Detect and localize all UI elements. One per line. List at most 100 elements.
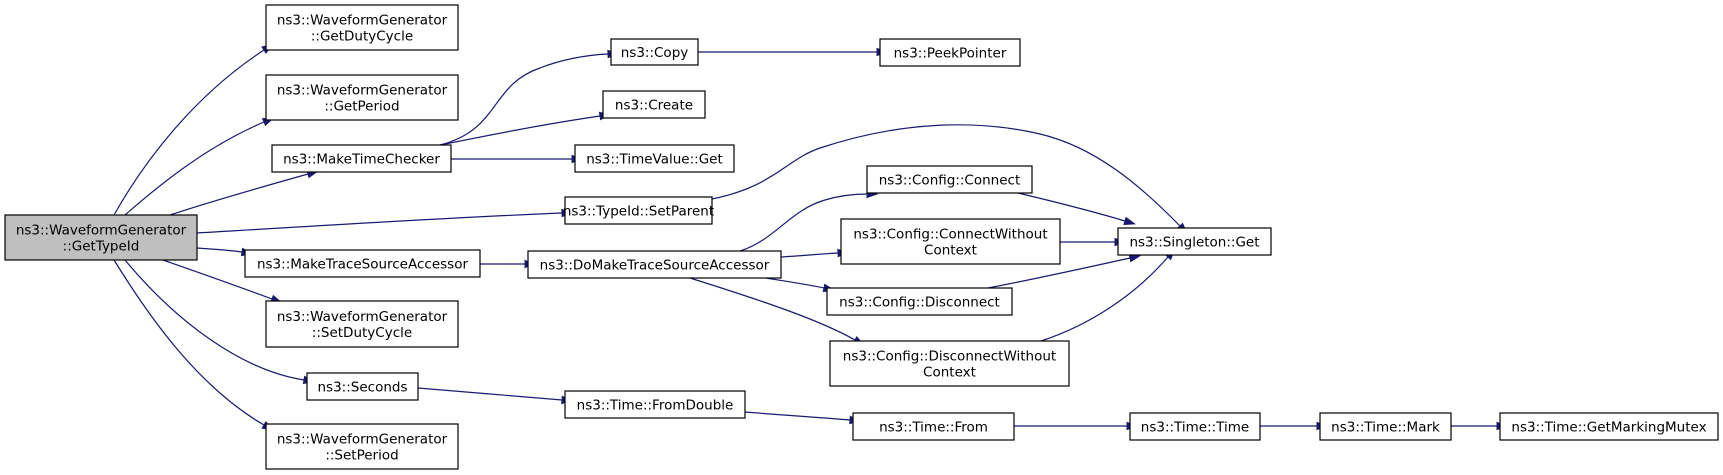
edge-line: [124, 259, 305, 381]
node-do-make-trace-source-accessor[interactable]: ns3::DoMakeTraceSourceAccessor: [527, 250, 782, 279]
node-from-double[interactable]: ns3::Time::FromDouble: [564, 390, 746, 419]
node-label: ns3::Time::Time: [1141, 420, 1249, 436]
node-label: ::SetPeriod: [325, 448, 398, 464]
node-get-period[interactable]: ns3::WaveformGenerator::GetPeriod: [265, 74, 459, 121]
node-peek-pointer[interactable]: ns3::PeekPointer: [879, 38, 1021, 67]
node-config-disconnect[interactable]: ns3::Config::Disconnect: [826, 287, 1013, 316]
node-box: [1117, 227, 1272, 256]
node-label: ns3::Copy: [621, 45, 689, 61]
edge-GetTypeId-to-SetParent: [196, 208, 574, 234]
edge-GetTypeId-to-SetPeriod: [113, 259, 274, 431]
node-label: ns3::MakeTimeChecker: [283, 152, 440, 168]
node-label: ns3::WaveformGenerator: [16, 223, 187, 239]
node-box: [610, 38, 699, 66]
edge-TimeTime-to-TimeMark: [1260, 421, 1329, 431]
node-time-mark[interactable]: ns3::Time::Mark: [1319, 412, 1452, 441]
edge-TimeMark-to-GetMarkingMutex: [1451, 421, 1509, 431]
node-box: [244, 249, 481, 278]
node-label: ns3::WaveformGenerator: [277, 13, 448, 29]
node-singleton-get[interactable]: ns3::Singleton::Get: [1117, 227, 1272, 256]
edge-DoMakeTraceSourceAccessor-to-ConfigDisconnect: [765, 277, 836, 293]
node-box: [1319, 412, 1452, 441]
node-set-parent[interactable]: ns3::TypeId::SetParent: [563, 196, 714, 225]
node-label: ns3::WaveformGenerator: [277, 309, 448, 325]
node-label: ns3::Time::Mark: [1331, 420, 1440, 436]
edge-line: [744, 411, 851, 421]
edge-line: [1040, 256, 1169, 342]
node-box: [826, 287, 1013, 316]
node-label: ns3::Config::Disconnect: [839, 295, 1000, 311]
node-get-duty-cycle[interactable]: ns3::WaveformGenerator::GetDutyCycle: [265, 4, 459, 51]
edge-GetTypeId-to-GetPeriod: [124, 117, 275, 216]
node-time-time[interactable]: ns3::Time::Time: [1129, 412, 1261, 441]
node-make-time-checker[interactable]: ns3::MakeTimeChecker: [271, 144, 452, 173]
node-box: [265, 74, 459, 121]
node-box: [574, 144, 735, 173]
node-make-trace-source-accessor[interactable]: ns3::MakeTraceSourceAccessor: [244, 249, 481, 278]
edge-ConfigConnect-to-SingletonGet: [1017, 192, 1136, 225]
edge-line: [739, 193, 868, 252]
edge-line: [196, 212, 563, 234]
node-box: [564, 196, 713, 225]
edge-ConfigConnectWithoutContext-to-SingletonGet: [1059, 237, 1127, 247]
edge-Seconds-to-FromDouble: [417, 387, 574, 405]
node-label: ns3::Time::From: [879, 420, 988, 436]
node-box: [829, 340, 1070, 387]
edge-Copy-to-PeekPointer: [698, 47, 889, 57]
node-label: ns3::PeekPointer: [894, 46, 1007, 62]
node-box: [866, 165, 1033, 194]
call-nodes: ns3::WaveformGenerator::GetTypeIdns3::Wa…: [4, 4, 1719, 470]
node-box: [879, 38, 1021, 67]
node-copy[interactable]: ns3::Copy: [610, 38, 699, 66]
node-label: ns3::Seconds: [318, 380, 408, 396]
node-label: ns3::Config::DisconnectWithout: [843, 349, 1056, 365]
edge-line: [689, 277, 856, 341]
edge-line: [711, 124, 1181, 227]
edge-line: [987, 257, 1131, 289]
node-get-type-id[interactable]: ns3::WaveformGenerator::GetTypeId: [4, 214, 198, 261]
edge-DoMakeTraceSourceAccessor-to-ConfigConnectWithoutContext: [780, 248, 850, 258]
edge-line: [1017, 192, 1126, 222]
node-box: [306, 372, 419, 401]
node-box: [1129, 412, 1261, 441]
node-label: ns3::WaveformGenerator: [277, 83, 448, 99]
node-create[interactable]: ns3::Create: [602, 90, 706, 119]
edge-line: [765, 277, 825, 289]
node-box: [852, 412, 1015, 441]
node-config-connect[interactable]: ns3::Config::Connect: [866, 165, 1033, 194]
edge-line: [780, 252, 839, 258]
edge-MakeTraceSourceAccessor-to-DoMakeTraceSourceAccessor: [480, 259, 537, 269]
node-label: ns3::TypeId::SetParent: [563, 204, 714, 220]
node-label: ns3::Config::ConnectWithout: [853, 227, 1047, 243]
node-box: [4, 214, 198, 261]
node-time-from[interactable]: ns3::Time::From: [852, 412, 1015, 441]
node-set-period[interactable]: ns3::WaveformGenerator::SetPeriod: [265, 423, 459, 470]
edge-line: [113, 49, 265, 216]
node-label: ns3::Time::FromDouble: [577, 398, 734, 414]
node-label: ns3::TimeValue::Get: [586, 152, 723, 168]
edge-line: [169, 173, 309, 216]
node-label: ::SetDutyCycle: [312, 325, 412, 341]
edge-line: [439, 53, 609, 146]
node-set-duty-cycle[interactable]: ns3::WaveformGenerator::SetDutyCycle: [265, 300, 459, 348]
node-box: [271, 144, 452, 173]
edge-line: [124, 121, 265, 216]
node-get-marking-mutex[interactable]: ns3::Time::GetMarkingMutex: [1499, 412, 1719, 441]
edge-GetTypeId-to-MakeTraceSourceAccessor: [196, 247, 254, 257]
node-time-value-get[interactable]: ns3::TimeValue::Get: [574, 144, 735, 173]
edge-TimeFrom-to-TimeTime: [1014, 421, 1139, 431]
node-label: ::GetPeriod: [324, 99, 399, 115]
node-box: [564, 390, 746, 419]
edge-line: [196, 247, 243, 253]
edge-MakeTimeChecker-to-Copy: [439, 49, 620, 146]
node-box: [265, 300, 459, 348]
edge-GetTypeId-to-GetDutyCycle: [113, 43, 274, 216]
edge-MakeTimeChecker-to-TimeValueGet: [451, 154, 584, 164]
node-box: [527, 250, 782, 279]
node-seconds[interactable]: ns3::Seconds: [306, 372, 419, 401]
node-label: Context: [923, 365, 976, 381]
node-label: ns3::Singleton::Get: [1129, 235, 1259, 251]
